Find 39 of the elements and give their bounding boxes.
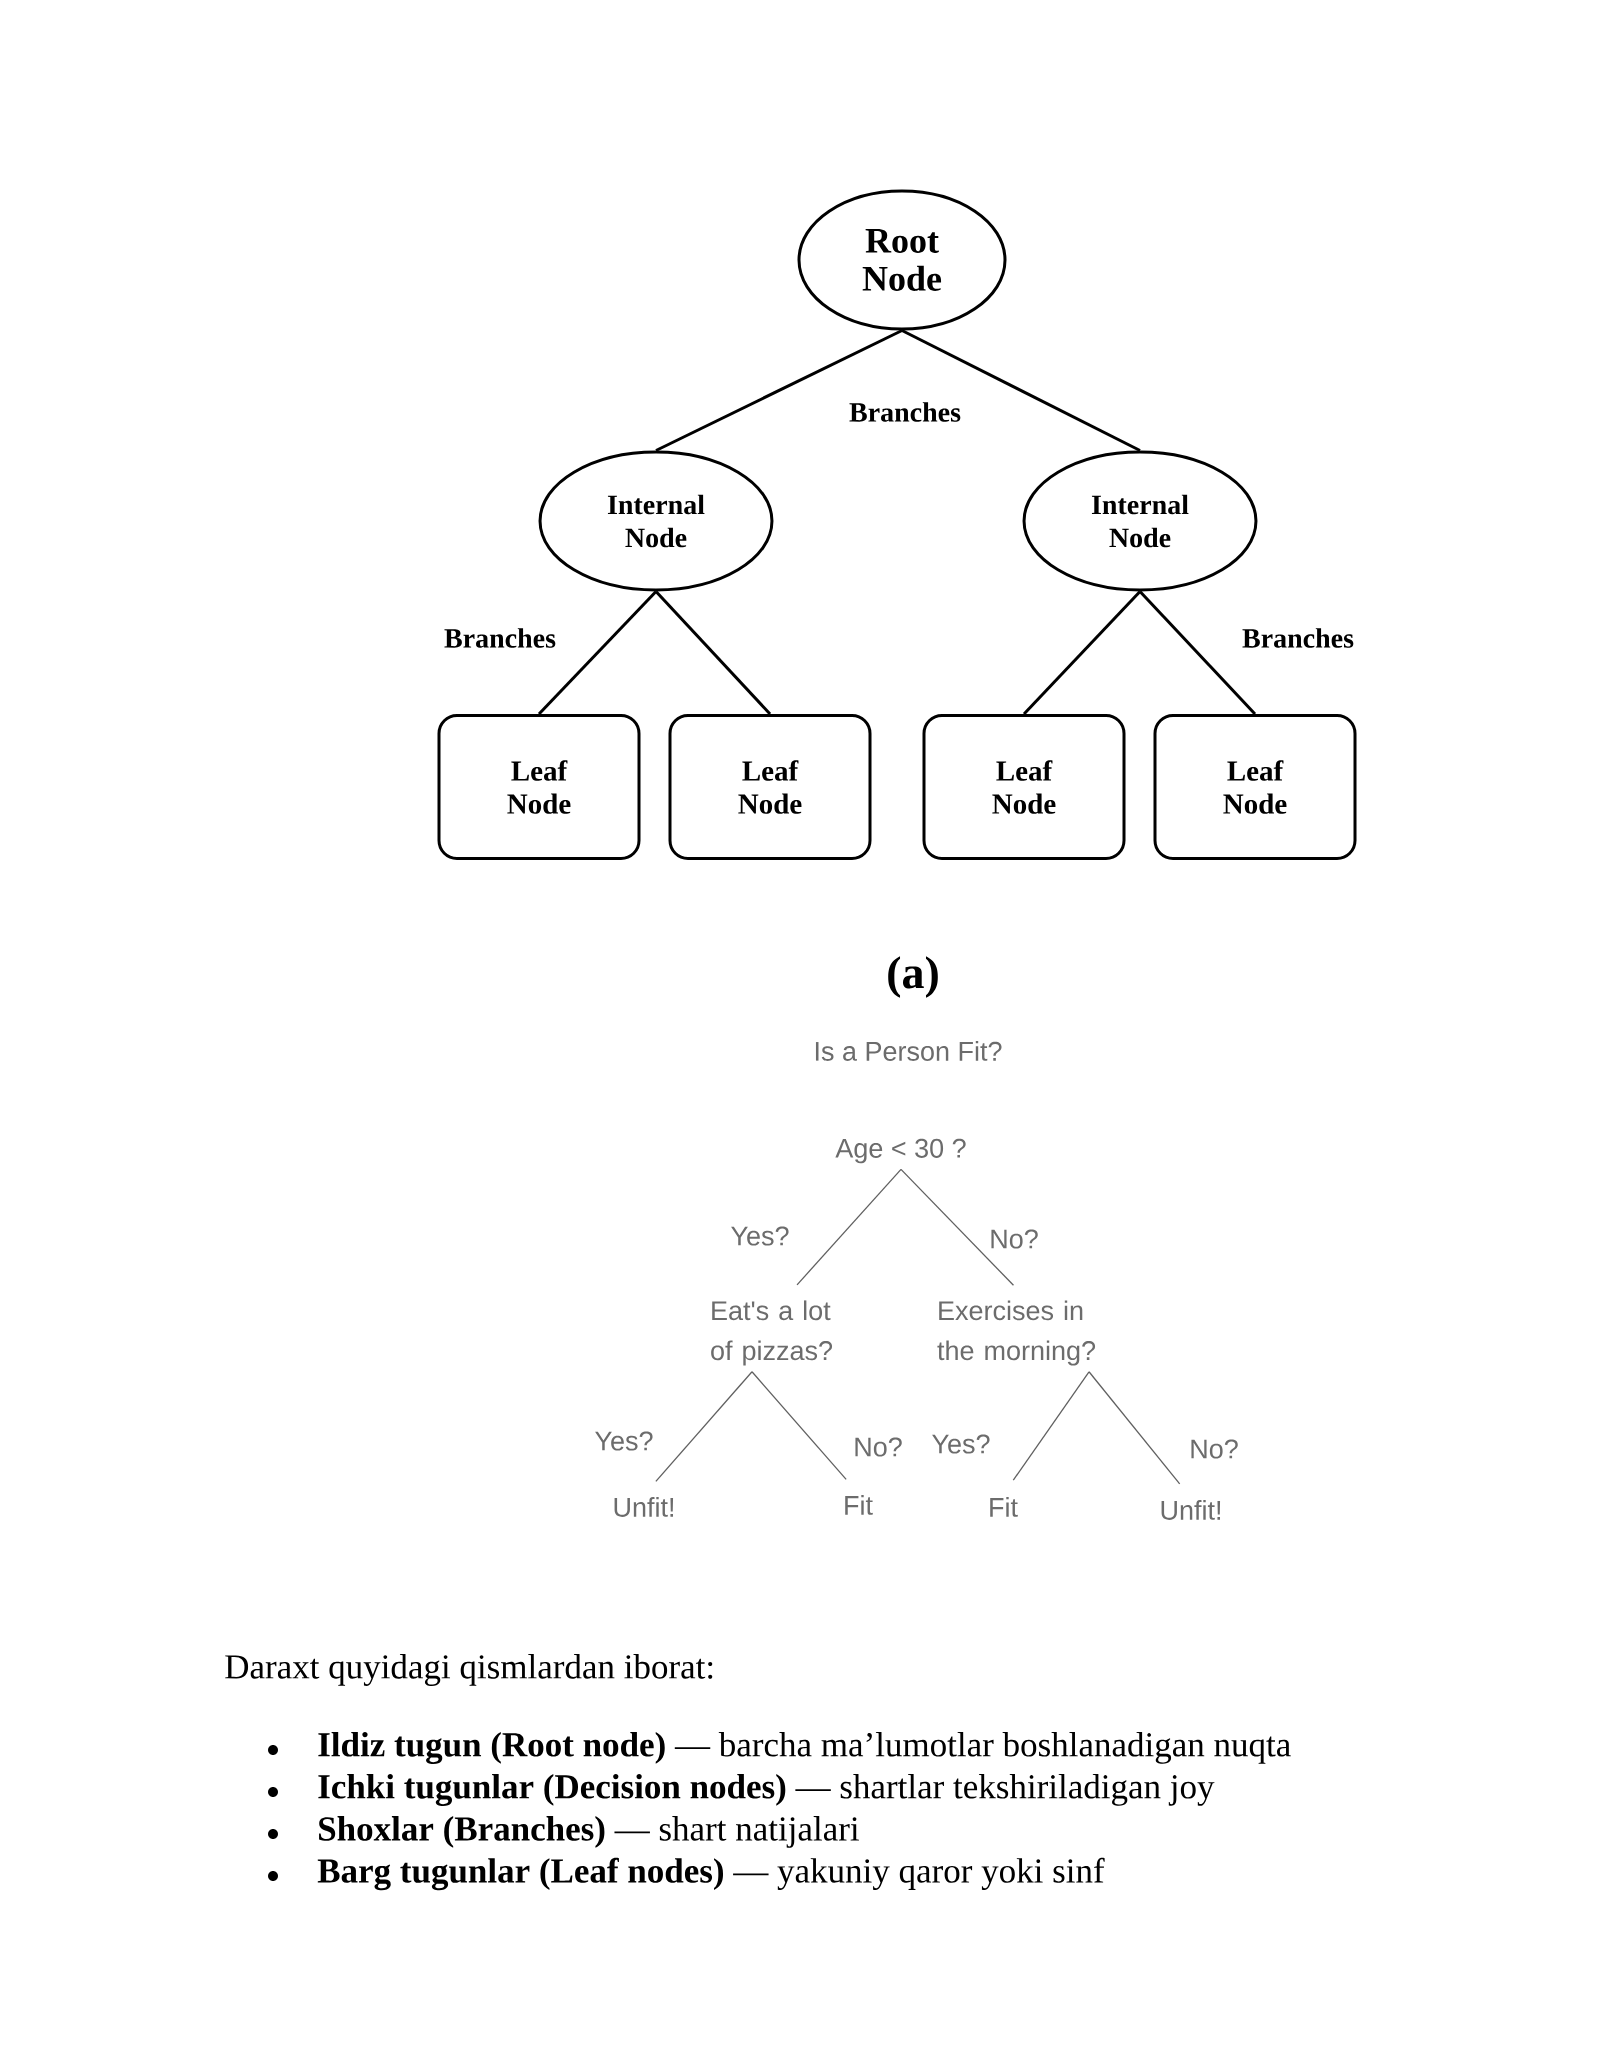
branch-label: Branches <box>444 628 556 648</box>
branch-line <box>655 1371 753 1482</box>
edge-label: No? <box>1188 1438 1240 1460</box>
branch-line <box>1088 1371 1181 1485</box>
branch-line <box>655 329 903 452</box>
branch-line <box>901 329 1141 452</box>
branch-label: Branches <box>1242 628 1354 648</box>
bullet-item: Ildiz tugun (Root node) — barcha ma’lumotlar boshlanadigan nuqta <box>318 1732 1291 1764</box>
branch-line <box>1022 590 1142 715</box>
answer-text: Fit <box>845 1495 873 1515</box>
branch-line <box>1012 1371 1090 1481</box>
figure-label: (a) <box>888 956 938 998</box>
bullet-item: Barg tugunlar (Leaf nodes) — yakuniy qaror yoki sinf <box>317 1857 1105 1891</box>
answer-text: Unfit! <box>1161 1500 1221 1520</box>
branch-line <box>900 1168 1015 1286</box>
question-text: Exercises in the morning? <box>937 1300 1096 1366</box>
leaf-node-box: Leaf Node <box>1153 714 1357 860</box>
branch-line <box>1138 590 1257 715</box>
leaf-node-box: Leaf Node <box>437 714 641 860</box>
branch-line <box>654 590 772 715</box>
leaf-node-box: Leaf Node <box>922 714 1126 860</box>
leaf-node-box: Leaf Node <box>668 714 872 860</box>
edge-label: No? <box>852 1436 904 1458</box>
edge-label: Yes? <box>593 1430 655 1452</box>
question-text: Age < 30 ? <box>835 1138 966 1164</box>
intro-text: Daraxt quyidagi qismlardan iborat: <box>225 1654 713 1686</box>
answer-text: Unfit! <box>614 1497 674 1517</box>
branch-line <box>751 1371 847 1480</box>
question-text: Eat's a lot of pizzas? <box>711 1300 833 1366</box>
branch-line <box>796 1168 902 1286</box>
branch-label: Branches <box>849 402 961 422</box>
bullet-item: Shoxlar (Branches) — shart natijalari <box>319 1816 859 1848</box>
edge-label: Yes? <box>729 1225 791 1247</box>
answer-text: Fit <box>990 1497 1018 1517</box>
bullet-item: Ichki tugunlar (Decision nodes) — shartlar tekshiriladigan joy <box>318 1774 1215 1806</box>
chart-title: Is a Person Fit? <box>815 1041 1002 1061</box>
edge-label: No? <box>988 1228 1040 1250</box>
branch-line <box>537 590 658 715</box>
edge-label: Yes? <box>930 1433 992 1455</box>
